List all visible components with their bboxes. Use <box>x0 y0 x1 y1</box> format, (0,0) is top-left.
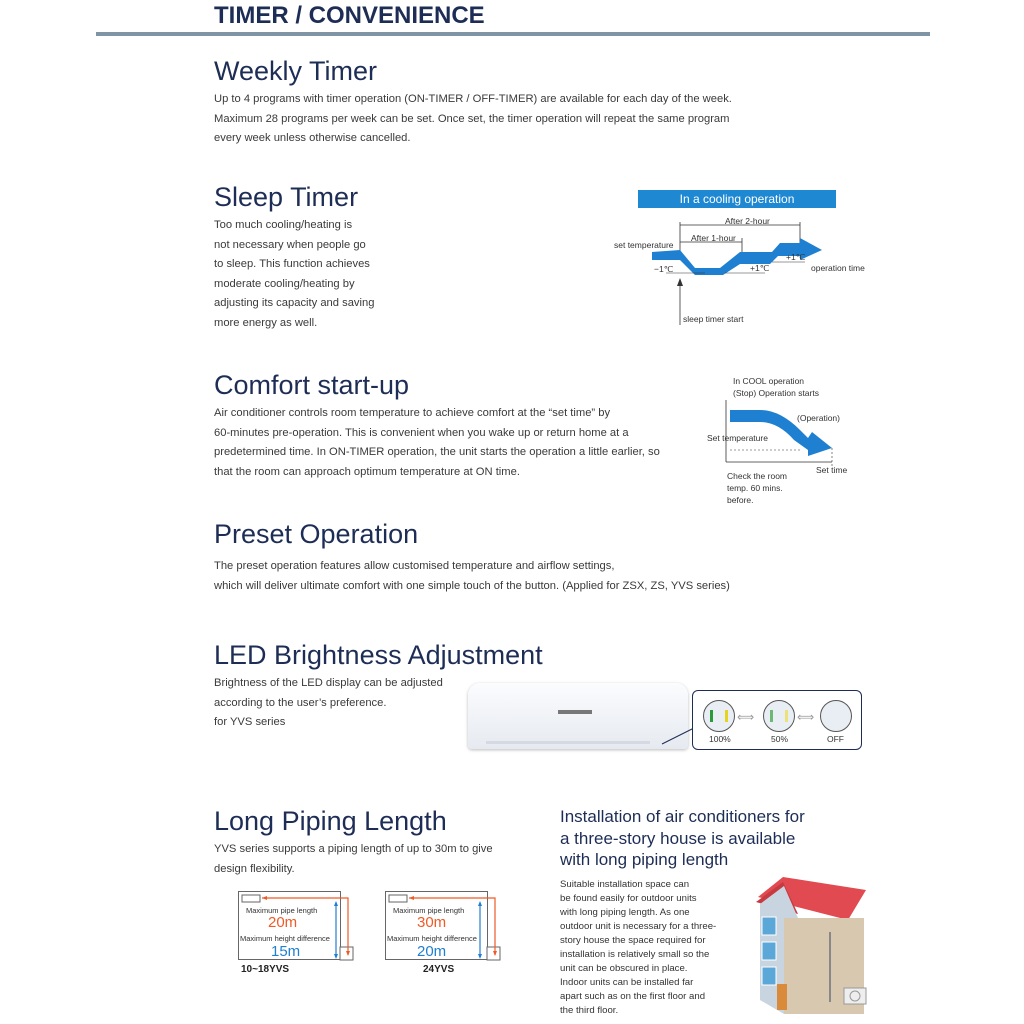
text-line: unit can be obscured in place. <box>560 963 688 974</box>
pipe-length-value: 20m <box>268 914 298 931</box>
sleep-timer-text: Too much cooling/heating is not necessar… <box>214 216 374 334</box>
weekly-timer-text: Up to 4 programs with timer operation (O… <box>214 90 732 149</box>
text-line: to sleep. This function achieves <box>214 258 370 271</box>
led-off-icon <box>820 700 852 732</box>
sleep-timer-diagram: In a cooling operation After 2-hour Afte… <box>600 180 880 330</box>
page-title: TIMER / CONVENIENCE <box>214 2 485 29</box>
text-line: Air conditioner controls room temperatur… <box>214 407 611 419</box>
double-arrow-icon: ⟺ <box>797 710 815 724</box>
text-line: temp. 60 mins. <box>727 483 783 493</box>
text-line: Too much cooling/heating is <box>214 219 353 231</box>
text-line: The preset operation features allow cust… <box>214 560 615 572</box>
height-difference-label: Maximum height difference <box>387 934 477 943</box>
set-temperature-label: Set temperature <box>707 433 768 443</box>
text-line: Installation of air conditioners for <box>560 807 805 826</box>
cool-operation-label: In COOL operation <box>733 376 805 386</box>
comfort-startup-text: Air conditioner controls room temperatur… <box>214 404 660 482</box>
set-temperature-label: set temperature <box>614 240 674 250</box>
piping-graphic <box>385 891 501 961</box>
after-1-hour-label: After 1-hour <box>691 233 736 243</box>
text-line: for YVS series <box>214 716 286 729</box>
text-line: not necessary when people go <box>214 238 366 251</box>
text-line: be found easily for outdoor units <box>560 893 697 904</box>
text-line: Maximum 28 programs per week can be set.… <box>214 112 730 125</box>
operation-time-label: operation time <box>811 263 865 273</box>
text-line: design flexibility. <box>214 862 295 875</box>
text-line: moderate cooling/heating by <box>214 277 355 290</box>
led-brightness-text: Brightness of the LED display can be adj… <box>214 674 443 733</box>
text-line: the third floor. <box>560 1005 619 1016</box>
after-2-hour-label: After 2-hour <box>725 216 770 226</box>
operation-starts-label: (Stop) Operation starts <box>733 388 819 398</box>
text-line: Up to 4 programs with timer operation (O… <box>214 93 732 105</box>
sleep-timer-start-label: sleep timer start <box>683 314 744 324</box>
installation-heading: Installation of air conditioners for a t… <box>560 806 805 871</box>
brand-logo <box>558 710 592 714</box>
minus-1-label: −1℃ <box>654 264 674 274</box>
height-difference-value: 20m <box>417 943 447 960</box>
led-level-label: 100% <box>709 734 731 744</box>
model-name: 10~18YVS <box>241 964 290 975</box>
text-line: Suitable installation space can <box>560 879 690 890</box>
text-line: adjusting its capacity and saving <box>214 297 375 310</box>
comfort-startup-diagram: In COOL operation (Stop) Operation start… <box>690 370 870 510</box>
comfort-curve-graphic <box>725 400 833 466</box>
text-line: story house the space required for <box>560 935 706 946</box>
three-story-house-illustration <box>756 877 867 1014</box>
plus-1-label: +1℃ <box>750 263 770 273</box>
text-line: with long piping length. As one <box>560 907 690 918</box>
text-line: YVS series supports a piping length of u… <box>214 843 493 855</box>
led-100-icon <box>703 700 735 732</box>
text-line: according to the user’s preference. <box>214 696 387 709</box>
text-line: with long piping length <box>560 850 729 869</box>
height-difference-value: 15m <box>271 943 301 960</box>
led-50-icon <box>763 700 795 732</box>
set-time-label: Set time <box>816 465 848 475</box>
sleep-curve-graphic <box>652 222 822 325</box>
long-piping-text: YVS series supports a piping length of u… <box>214 840 493 879</box>
preset-operation-text: The preset operation features allow cust… <box>214 557 730 596</box>
installation-text: Suitable installation space can be found… <box>560 878 716 1018</box>
led-brightness-heading: LED Brightness Adjustment <box>214 640 543 670</box>
text-line: every week unless otherwise cancelled. <box>214 132 411 145</box>
text-line: installation is relatively small so the <box>560 949 710 960</box>
indoor-unit-image <box>468 683 688 749</box>
pipe-length-label: Maximum pipe length <box>246 906 318 915</box>
text-line: which will deliver ultimate comfort with… <box>214 579 730 592</box>
plus-1-label: +1℃ <box>786 252 806 262</box>
text-line: predetermined time. In ON-TIMER operatio… <box>214 446 660 459</box>
led-level-label: 50% <box>771 734 789 744</box>
piping-graphic <box>238 891 354 961</box>
height-difference-label: Maximum height difference <box>240 934 330 943</box>
text-line: outdoor unit is necessary for a three- <box>560 921 717 932</box>
cooling-banner: In a cooling operation <box>638 190 836 208</box>
double-arrow-icon: ⟺ <box>737 710 755 724</box>
text-line: more energy as well. <box>214 316 318 329</box>
check-room-note: Check the room temp. 60 mins. before. <box>727 470 787 506</box>
title-divider <box>96 32 930 36</box>
pipe-length-value: 30m <box>417 914 447 931</box>
louver <box>486 741 650 744</box>
sleep-timer-heading: Sleep Timer <box>214 182 359 212</box>
operation-label: (Operation) <box>797 413 840 423</box>
text-line: that the room can approach optimum tempe… <box>214 465 520 478</box>
led-levels-panel: ⟺ ⟺ 100% 50% OFF <box>692 690 862 750</box>
text-line: before. <box>727 495 754 505</box>
text-line: a three-story house is available <box>560 828 796 848</box>
comfort-startup-heading: Comfort start-up <box>214 370 410 400</box>
text-line: Brightness of the LED display can be adj… <box>214 677 443 689</box>
text-line: Indoor units can be installed far <box>560 977 694 988</box>
led-level-label: OFF <box>827 734 844 744</box>
model-name: 24YVS <box>423 964 455 975</box>
text-line: 60-minutes pre-operation. This is conven… <box>214 426 629 439</box>
text-line: Check the room <box>727 471 787 481</box>
callout-pointer <box>661 727 695 745</box>
weekly-timer-heading: Weekly Timer <box>214 56 378 86</box>
text-line: apart such as on the first floor and <box>560 991 706 1002</box>
pipe-length-label: Maximum pipe length <box>393 906 465 915</box>
long-piping-heading: Long Piping Length <box>214 806 447 836</box>
preset-operation-heading: Preset Operation <box>214 519 419 549</box>
